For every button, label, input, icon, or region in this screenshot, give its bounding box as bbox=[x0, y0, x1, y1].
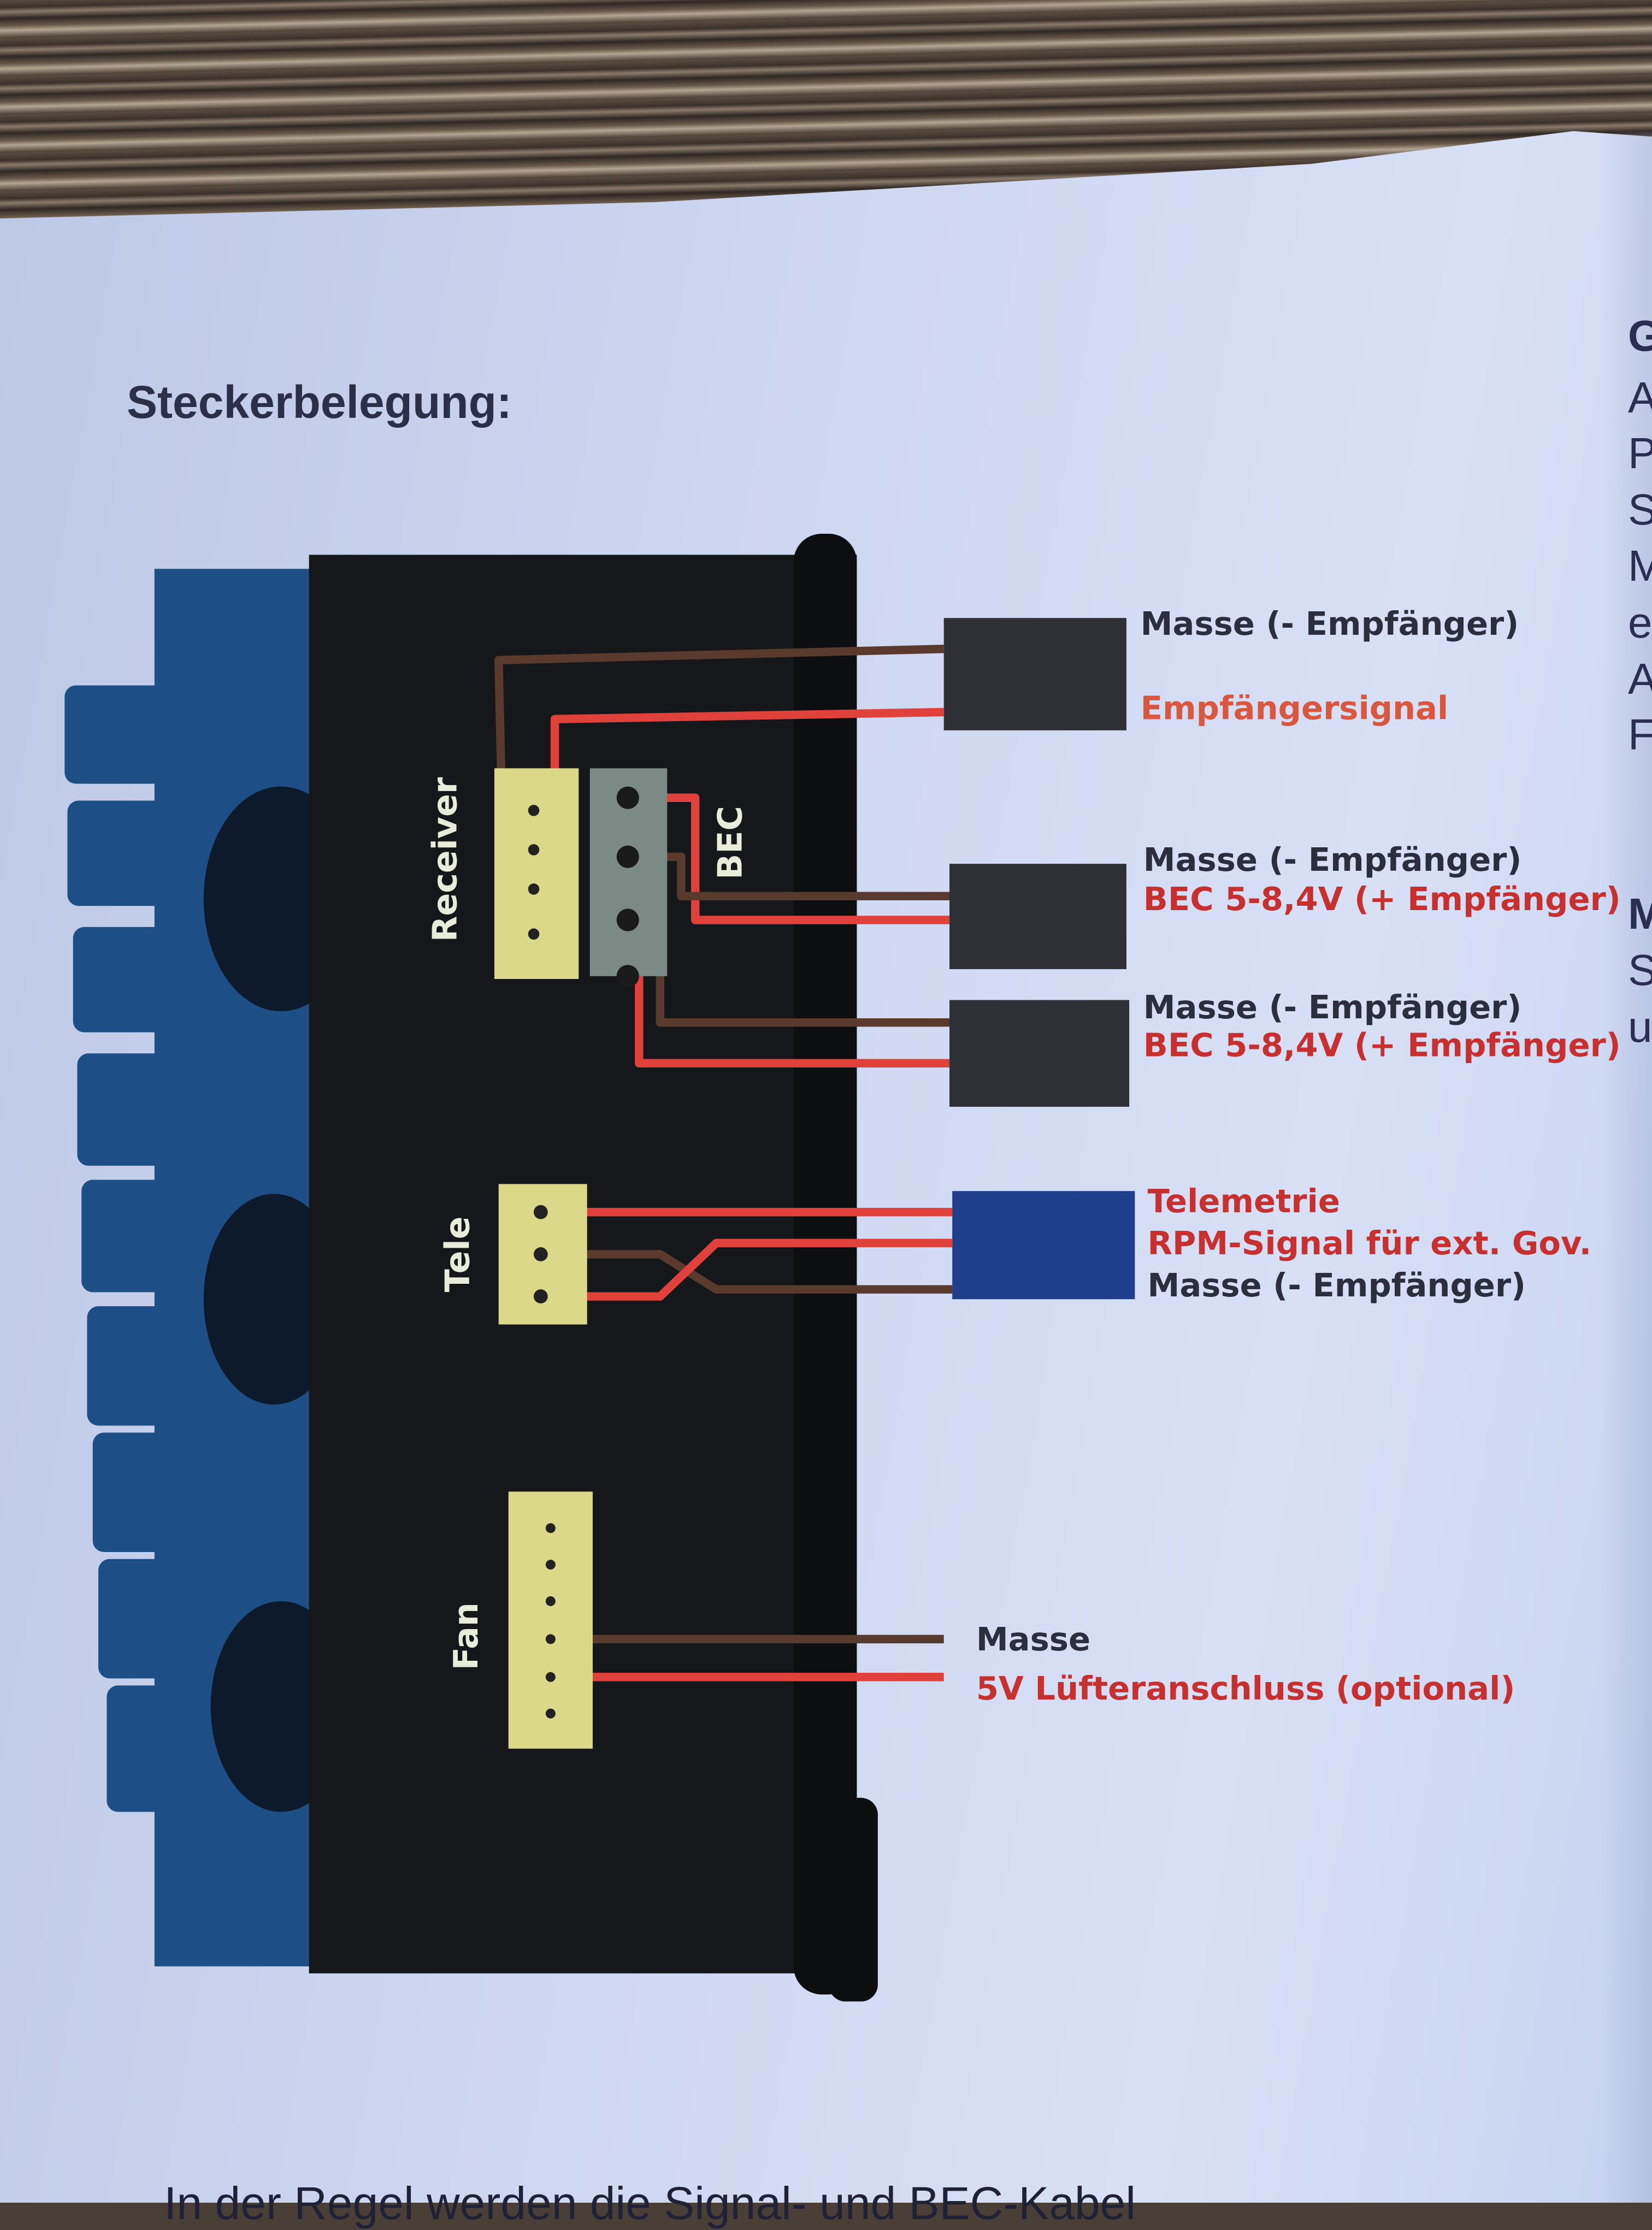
bec-connector bbox=[589, 768, 668, 988]
cutoff-text-fragment: A bbox=[1628, 373, 1652, 422]
bec1-power-label: BEC 5-8,4V (+ Empfänger) bbox=[1143, 880, 1621, 918]
fan-label: Fan bbox=[446, 1602, 486, 1670]
fan-power-label: 5V Lüfteranschluss (optional) bbox=[976, 1669, 1515, 1707]
fan-connector bbox=[508, 1491, 593, 1749]
tele-rpm-label: RPM-Signal für ext. Gov. bbox=[1148, 1224, 1592, 1262]
page-heading: Steckerbelegung: bbox=[127, 376, 512, 428]
cutoff-text-fragment: u bbox=[1628, 1002, 1652, 1051]
paper-fold-shadow bbox=[1601, 131, 1652, 2203]
esc-body bbox=[309, 533, 878, 2002]
cutoff-text-fragment: S bbox=[1628, 946, 1652, 994]
cutoff-text-fragment: G bbox=[1628, 311, 1652, 360]
cutoff-text-fragment: F bbox=[1628, 710, 1652, 759]
cutoff-text-fragment: P bbox=[1628, 429, 1652, 477]
cutoff-text-fragment: A bbox=[1628, 654, 1652, 703]
tele-plug bbox=[952, 1191, 1135, 1300]
bec2-ground-label: Masse (- Empfänger) bbox=[1143, 988, 1522, 1026]
bec-label: BEC bbox=[710, 806, 750, 879]
cutoff-text-fragment: M bbox=[1628, 541, 1652, 590]
cutoff-text-fragment: M bbox=[1628, 889, 1652, 938]
tele-label: Tele bbox=[438, 1217, 477, 1293]
bec2-power-label: BEC 5-8,4V (+ Empfänger) bbox=[1143, 1026, 1621, 1064]
fan-ground-label: Masse bbox=[976, 1620, 1090, 1658]
bec1-ground-label: Masse (- Empfänger) bbox=[1143, 841, 1522, 878]
bec-plug-1 bbox=[949, 864, 1126, 969]
tele-telemetry-label: Telemetrie bbox=[1148, 1182, 1340, 1220]
tele-ground-label: Masse (- Empfänger) bbox=[1148, 1266, 1526, 1304]
receiver-signal-label: Empfängersignal bbox=[1141, 689, 1449, 727]
cutoff-text-fragment: e bbox=[1628, 598, 1652, 647]
receiver-connector bbox=[494, 768, 579, 979]
receiver-plug bbox=[943, 618, 1126, 730]
tele-connector bbox=[498, 1184, 587, 1325]
cutoff-text-fragment: S bbox=[1628, 485, 1652, 534]
bec-plug-2 bbox=[949, 1000, 1130, 1107]
receiver-ground-label: Masse (- Empfänger) bbox=[1141, 605, 1519, 642]
receiver-label: Receiver bbox=[426, 777, 465, 942]
bottom-paragraph-cutoff: In der Regel werden die Signal- und BEC-… bbox=[164, 2178, 1136, 2229]
